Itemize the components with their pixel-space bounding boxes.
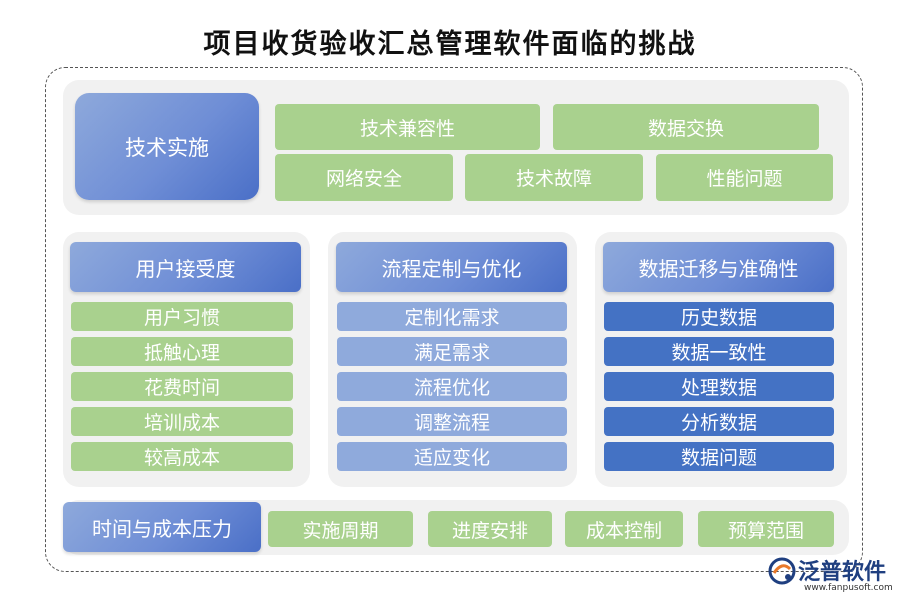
user-item: 花费时间 (71, 372, 293, 401)
cost-item: 预算范围 (698, 511, 834, 547)
tech-item: 性能问题 (656, 154, 833, 201)
process-header: 流程定制与优化 (336, 242, 567, 292)
tech-item: 网络安全 (275, 154, 453, 201)
cost-header: 时间与成本压力 (63, 502, 261, 552)
tech-header: 技术实施 (75, 93, 259, 200)
page-title: 项目收货验收汇总管理软件面临的挑战 (203, 29, 697, 60)
process-item: 适应变化 (337, 442, 567, 471)
user-item: 较高成本 (71, 442, 293, 471)
process-item: 定制化需求 (337, 302, 567, 331)
tech-item: 数据交换 (553, 104, 819, 150)
outer-dashed-frame (45, 67, 863, 572)
brand-url: www.fanpusoft.com (804, 583, 893, 593)
data-item: 数据问题 (604, 442, 834, 471)
data-item: 处理数据 (604, 372, 834, 401)
data-item: 历史数据 (604, 302, 834, 331)
user-item: 用户习惯 (71, 302, 293, 331)
cost-item: 进度安排 (428, 511, 552, 547)
brand-name: 泛普软件 (798, 560, 887, 585)
cost-item: 实施周期 (268, 511, 413, 547)
cost-item: 成本控制 (565, 511, 683, 547)
brand-watermark: 泛普软件 www.fanpusoft.com (768, 553, 893, 593)
data-header: 数据迁移与准确性 (603, 242, 834, 292)
brand-logo-icon (768, 557, 796, 585)
tech-item: 技术兼容性 (275, 104, 540, 150)
data-item: 数据一致性 (604, 337, 834, 366)
data-item: 分析数据 (604, 407, 834, 436)
user-item: 抵触心理 (71, 337, 293, 366)
process-item: 调整流程 (337, 407, 567, 436)
process-item: 满足需求 (337, 337, 567, 366)
tech-item: 技术故障 (465, 154, 643, 201)
user-header: 用户接受度 (70, 242, 301, 292)
user-item: 培训成本 (71, 407, 293, 436)
process-item: 流程优化 (337, 372, 567, 401)
